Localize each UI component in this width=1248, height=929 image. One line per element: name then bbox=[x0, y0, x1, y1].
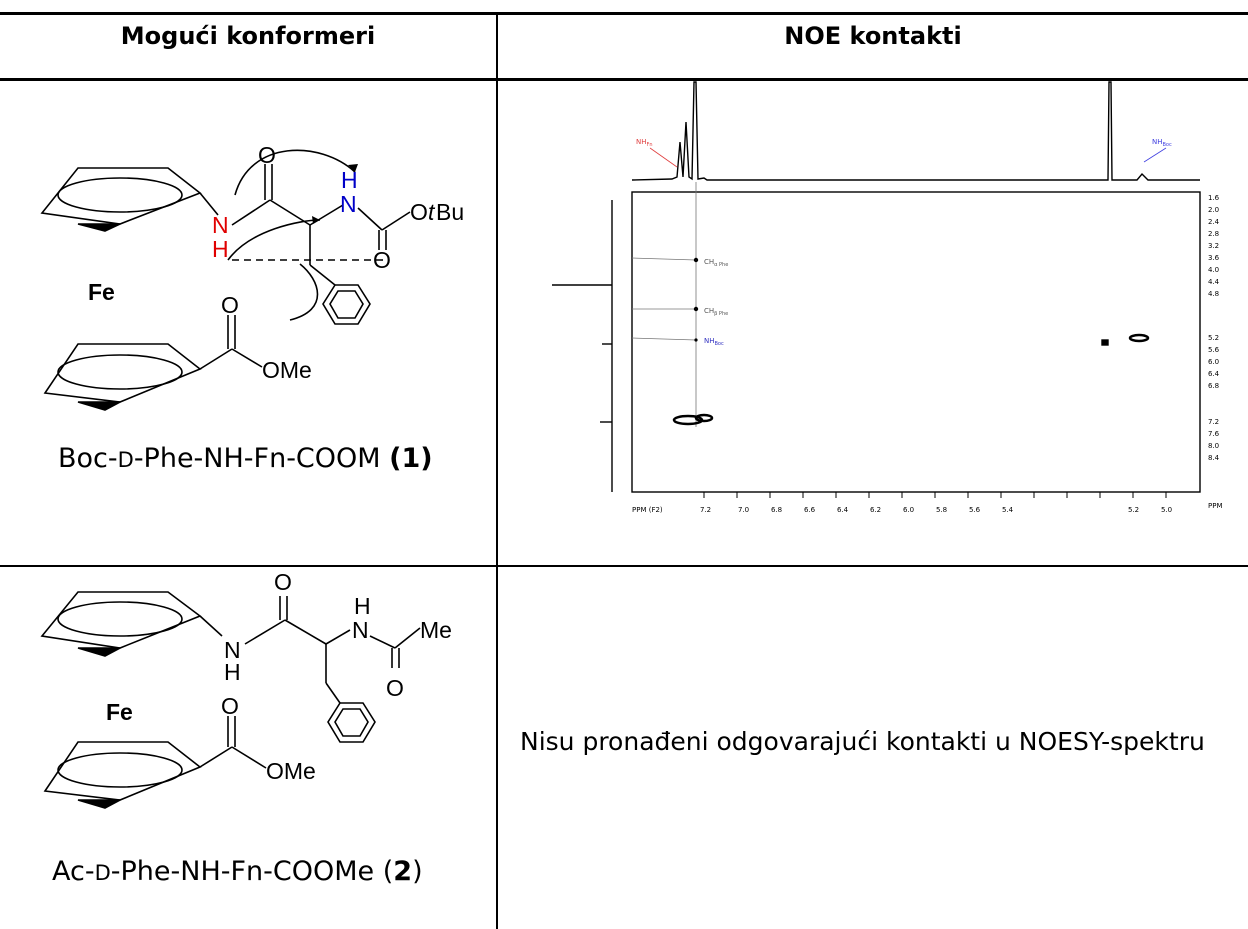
svg-text:8.0: 8.0 bbox=[1208, 442, 1219, 450]
svg-text:O: O bbox=[410, 199, 428, 225]
svg-text:NHBoc: NHBoc bbox=[1152, 138, 1172, 148]
svg-text:PPM (F2): PPM (F2) bbox=[632, 506, 663, 514]
svg-text:5.6: 5.6 bbox=[1208, 346, 1220, 354]
svg-text:6.8: 6.8 bbox=[1208, 382, 1219, 390]
svg-text:H: H bbox=[341, 167, 358, 193]
no-contacts-text: Nisu pronađeni odgovarajući kontakti u N… bbox=[520, 727, 1205, 756]
noesy-spectrum: PPM (F2) 7.2 7.0 6.8 6.6 6.4 6.2 6.0 5.8… bbox=[552, 81, 1222, 514]
svg-text:O: O bbox=[258, 142, 276, 168]
svg-text:Fe: Fe bbox=[88, 279, 115, 305]
molecule-2-caption: Ac-D-Phe-NH-Fn-COOMe (2) bbox=[52, 856, 423, 887]
svg-text:H: H bbox=[354, 593, 371, 619]
molecule-1-structure: O N H H N O t Bu O Fe O OMe bbox=[40, 142, 464, 411]
svg-text:O: O bbox=[386, 675, 404, 701]
svg-text:1.6: 1.6 bbox=[1208, 194, 1220, 202]
svg-text:7.6: 7.6 bbox=[1208, 430, 1220, 438]
svg-text:PPM: PPM bbox=[1208, 502, 1222, 510]
column-divider bbox=[496, 12, 498, 929]
svg-text:6.4: 6.4 bbox=[837, 506, 849, 514]
svg-text:5.8: 5.8 bbox=[936, 506, 947, 514]
svg-text:2.0: 2.0 bbox=[1208, 206, 1219, 214]
svg-text:5.2: 5.2 bbox=[1128, 506, 1139, 514]
svg-text:5.2: 5.2 bbox=[1208, 334, 1219, 342]
svg-text:N: N bbox=[212, 212, 229, 238]
svg-text:H: H bbox=[224, 659, 241, 685]
svg-text:NHBoc: NHBoc bbox=[704, 337, 724, 347]
svg-text:3.2: 3.2 bbox=[1208, 242, 1219, 250]
svg-text:7.2: 7.2 bbox=[700, 506, 711, 514]
svg-text:N: N bbox=[352, 617, 369, 643]
svg-text:H: H bbox=[212, 236, 229, 262]
svg-text:t: t bbox=[428, 199, 436, 225]
svg-text:CHα Phe: CHα Phe bbox=[704, 258, 728, 268]
svg-text:OMe: OMe bbox=[266, 758, 316, 784]
header-conformers: Mogući konformeri bbox=[120, 22, 376, 50]
svg-text:O: O bbox=[221, 693, 239, 719]
svg-text:4.0: 4.0 bbox=[1208, 266, 1219, 274]
row-divider-rule bbox=[0, 565, 1248, 567]
svg-text:8.4: 8.4 bbox=[1208, 454, 1220, 462]
svg-text:7.0: 7.0 bbox=[738, 506, 749, 514]
svg-text:6.8: 6.8 bbox=[771, 506, 782, 514]
svg-text:Fe: Fe bbox=[106, 699, 133, 725]
svg-text:O: O bbox=[274, 569, 292, 595]
svg-text:6.4: 6.4 bbox=[1208, 370, 1220, 378]
svg-text:5.4: 5.4 bbox=[1002, 506, 1014, 514]
molecule-1-caption: Boc-D-Phe-NH-Fn-COOM (1) bbox=[58, 443, 433, 474]
svg-text:6.2: 6.2 bbox=[870, 506, 881, 514]
svg-text:Bu: Bu bbox=[436, 199, 464, 225]
svg-text:5.0: 5.0 bbox=[1161, 506, 1172, 514]
svg-text:O: O bbox=[373, 247, 391, 273]
svg-text:4.8: 4.8 bbox=[1208, 290, 1219, 298]
svg-text:Me: Me bbox=[420, 617, 452, 643]
svg-text:6.6: 6.6 bbox=[804, 506, 816, 514]
svg-text:N: N bbox=[340, 191, 357, 217]
svg-text:7.2: 7.2 bbox=[1208, 418, 1219, 426]
molecule-2-structure: O N H H N Me O Fe O OMe bbox=[40, 569, 452, 809]
svg-text:O: O bbox=[221, 292, 239, 318]
svg-text:6.0: 6.0 bbox=[1208, 358, 1219, 366]
svg-text:6.0: 6.0 bbox=[903, 506, 914, 514]
svg-text:4.4: 4.4 bbox=[1208, 278, 1220, 286]
svg-text:CHβ Phe: CHβ Phe bbox=[704, 307, 728, 317]
svg-text:OMe: OMe bbox=[262, 357, 312, 383]
svg-text:N: N bbox=[224, 637, 241, 663]
table-top-rule bbox=[0, 12, 1248, 15]
svg-text:3.6: 3.6 bbox=[1208, 254, 1220, 262]
svg-text:NHFn: NHFn bbox=[636, 138, 653, 148]
header-noe-contacts: NOE kontakti bbox=[784, 22, 962, 50]
svg-text:5.6: 5.6 bbox=[969, 506, 981, 514]
svg-text:2.4: 2.4 bbox=[1208, 218, 1220, 226]
svg-text:2.8: 2.8 bbox=[1208, 230, 1219, 238]
header-bottom-rule bbox=[0, 78, 1248, 81]
